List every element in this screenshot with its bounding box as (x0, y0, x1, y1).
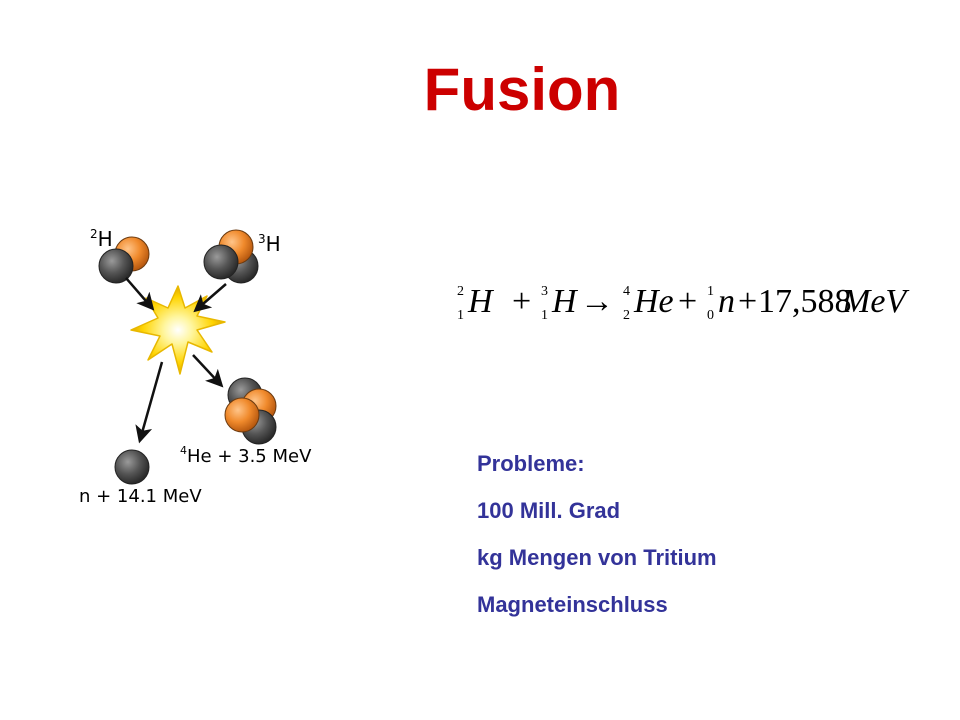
neutron-particle (203, 244, 239, 280)
mass-number: 1 (707, 284, 714, 299)
proton-particle (224, 397, 260, 433)
deuterium-label: 2H (90, 227, 113, 251)
mass-number: 3 (541, 284, 548, 299)
problems-list: Probleme: 100 Mill. Grad kg Mengen von T… (477, 440, 717, 628)
atomic-number: 1 (457, 308, 464, 323)
problem-item: kg Mengen von Tritium (477, 545, 717, 570)
element-symbol: H (552, 283, 577, 320)
helium-nucleus (224, 377, 277, 445)
tritium-nucleus (203, 229, 259, 284)
plus-operator: + (512, 283, 532, 320)
plus-operator: + (738, 283, 758, 320)
incoming-arrow-deuterium (125, 277, 155, 311)
element-symbol: n (718, 283, 735, 320)
fusion-equation: 2 1 H + 3 1 H → 4 2 He + 1 0 n + 17,588 MeV (450, 278, 910, 330)
incoming-arrow-tritium (193, 283, 227, 313)
neutron-particle (98, 248, 134, 284)
plus-operator: + (678, 283, 698, 320)
tritium-label: 3H (258, 232, 281, 256)
atomic-number: 2 (623, 308, 630, 323)
problem-item: Magneteinschluss (477, 592, 668, 617)
deuterium-nucleus (98, 236, 150, 284)
mass-number: 2 (457, 284, 464, 299)
mass-number: 4 (623, 284, 630, 299)
energy-unit: MeV (842, 283, 907, 320)
atomic-number: 1 (541, 308, 548, 323)
neutron-label: n + 14.1 MeV (79, 486, 202, 507)
reaction-arrow: → (580, 283, 614, 320)
element-symbol: He (634, 283, 674, 320)
helium-label: 4He + 3.5 MeV (180, 444, 312, 467)
outgoing-arrow-helium (192, 354, 224, 388)
outgoing-arrow-neutron (135, 361, 164, 444)
neutron-particle (114, 449, 150, 485)
energy-value: 17,588 (758, 283, 852, 320)
problem-item: 100 Mill. Grad (477, 498, 621, 523)
problems-heading: Probleme: (477, 451, 585, 476)
element-symbol: H (468, 283, 493, 320)
atomic-number: 0 (707, 308, 714, 323)
slide-title: Fusion (423, 56, 621, 123)
